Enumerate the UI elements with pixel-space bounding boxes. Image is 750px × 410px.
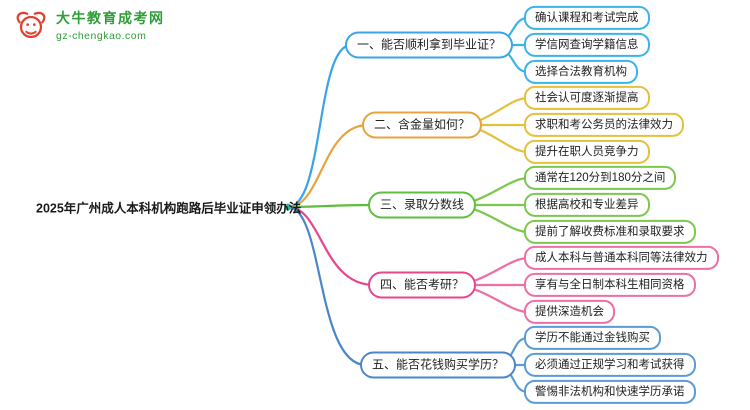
root-topic: 2025年广州成人本科机构跑路后毕业证申领办法 [36,201,302,216]
leaf-node-5-1: 学历不能通过金钱购买 [524,325,661,351]
branch-node-3: 三、录取分数线 [368,191,477,219]
leaf-node-1-2: 学信网查询学籍信息 [524,32,650,58]
root-dot [284,203,292,211]
leaf-node-4-2: 享有与全日制本科生相同资格 [524,272,696,298]
link-root-branch-3 [286,203,376,209]
branch-node-5: 五、能否花钱购买学历？ [360,351,517,379]
bull-icon [16,11,46,39]
leaf-node-3-2: 根据高校和专业差异 [524,192,650,218]
leaf-node-4-3: 提供深造机会 [524,299,615,325]
leaf-node-3-1: 通常在120分到180分之间 [524,165,677,191]
branch-node-4: 四、能否考研？ [368,271,477,299]
leaf-node-3-3: 提前了解收费标准和录取要求 [524,219,696,245]
leaf-node-2-3: 提升在职人员竞争力 [524,139,650,165]
leaf-node-2-1: 社会认可度逐渐提高 [524,85,650,111]
leaf-node-1-1: 确认课程和考试完成 [524,5,650,31]
leaf-node-1-3: 选择合法教育机构 [524,59,638,85]
link-root-branch-5 [286,205,368,367]
branch-node-2: 二、含金量如何？ [362,111,483,139]
site-logo[interactable]: 大牛教育成考网 gz-chengkao.com [12,8,165,46]
leaf-node-5-2: 必须通过正规学习和考试获得 [524,352,696,378]
link-root-branch-4 [286,205,376,287]
leaf-node-5-3: 警惕非法机构和快速学历承诺 [524,379,696,405]
link-root-branch-2 [286,123,370,209]
leaf-node-4-1: 成人本科与普通本科同等法律效力 [524,245,719,271]
logo-text: 大牛教育成考网 gz-chengkao.com [56,8,165,42]
leaf-node-2-2: 求职和考公务员的法律效力 [524,112,684,138]
site-name: 大牛教育成考网 [56,10,165,26]
branch-node-1: 一、能否顺利拿到毕业证？ [345,31,514,59]
link-root-branch-1 [286,43,353,209]
site-url: gz-chengkao.com [56,30,147,42]
